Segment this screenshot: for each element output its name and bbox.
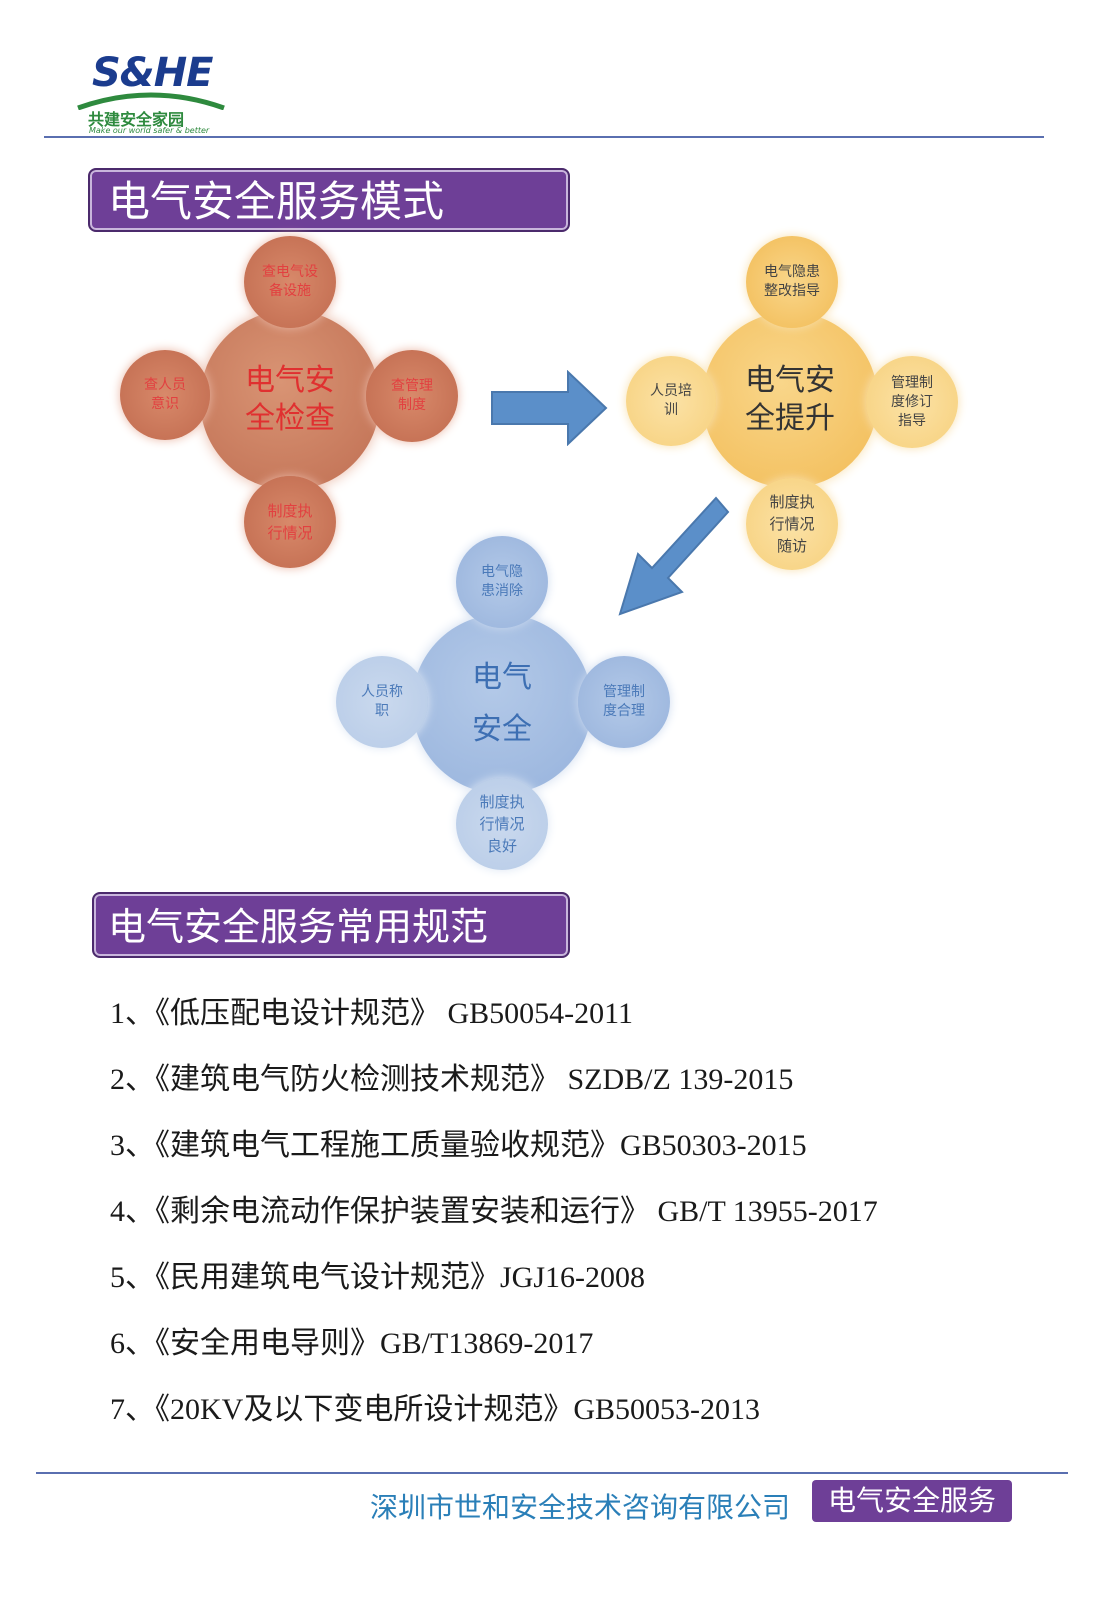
check-right-label: 查管理制度: [391, 378, 433, 413]
improve-center-label: 电气安全提升: [745, 363, 835, 436]
safe-bottom-label: 制度执行情况良好: [479, 793, 525, 855]
safe-center-label: 电气安全: [472, 660, 532, 747]
improve-top-circle: 电气隐患整改指导: [746, 236, 838, 328]
check-bottom-label: 制度执行情况: [267, 502, 313, 542]
list-item: 5、《民用建筑电气设计规范》JGJ16-2008: [110, 1261, 646, 1294]
check-right-circle: 查管理制度: [366, 350, 458, 442]
safe-bottom-circle: 制度执行情况良好: [456, 778, 548, 870]
list-item: 4、《剩余电流动作保护装置安装和运行》 GB/T 13955-2017: [110, 1195, 878, 1228]
improve-top-label: 电气隐患整改指导: [764, 264, 820, 299]
footer-rule: [36, 1472, 1068, 1474]
list-item: 1、《低压配电设计规范》 GB50054-2011: [110, 997, 634, 1030]
section-title-service-model: 电气安全服务模式: [88, 168, 570, 232]
improve-right-label: 管理制度修订指导: [891, 374, 933, 429]
check-bottom-circle: 制度执行情况: [244, 476, 336, 568]
check-center-label: 电气安全检查: [245, 363, 335, 436]
section-title-standards: 电气安全服务常用规范: [92, 892, 570, 958]
improve-bottom-circle: 制度执行情况随访: [746, 478, 838, 570]
safe-right-circle: 管理制度合理: [578, 656, 670, 748]
check-center-circle: 电气安全检查: [200, 310, 380, 490]
list-item: 7、《20KV及以下变电所设计规范》GB50053-2013: [110, 1393, 760, 1426]
arrow-down-left-icon: [618, 496, 730, 616]
safe-right-label: 管理制度合理: [603, 684, 645, 719]
check-top-circle: 查电气设备设施: [244, 236, 336, 328]
safe-center-circle: 电气安全: [412, 614, 592, 794]
check-left-circle: 查人员意识: [120, 350, 210, 440]
logo-slogan-cn: 共建安全家园: [88, 110, 185, 129]
safe-left-circle: 人员称职: [336, 656, 428, 748]
improve-left-label: 人员培训: [650, 383, 692, 418]
header-rule: [44, 136, 1044, 138]
improve-right-circle: 管理制度修订指导: [866, 356, 958, 448]
arrow-right-icon: [491, 370, 608, 446]
check-top-label: 查电气设备设施: [262, 264, 318, 299]
footer-service-tag: 电气安全服务: [812, 1480, 1012, 1522]
safe-left-label: 人员称职: [361, 684, 403, 719]
improve-center-circle: 电气安全提升: [702, 312, 878, 488]
improve-bottom-label: 制度执行情况随访: [769, 493, 815, 555]
list-item: 3、《建筑电气工程施工质量验收规范》GB50303-2015: [110, 1129, 807, 1162]
list-item: 2、《建筑电气防火检测技术规范》 SZDB/Z 139-2015: [110, 1063, 794, 1096]
logo-slogan-en: Make our world safer & better: [89, 126, 210, 135]
safe-top-circle: 电气隐患消除: [456, 536, 548, 628]
check-left-label: 查人员意识: [144, 377, 186, 412]
safe-top-label: 电气隐患消除: [481, 564, 523, 599]
list-item: 6、《安全用电导则》GB/T13869-2017: [110, 1327, 594, 1360]
logo-brand: S&HE: [92, 50, 213, 96]
improve-left-circle: 人员培训: [626, 356, 716, 446]
logo-arc-icon: [77, 92, 225, 110]
footer-company-name: 深圳市世和安全技术咨询有限公司: [370, 1491, 791, 1524]
